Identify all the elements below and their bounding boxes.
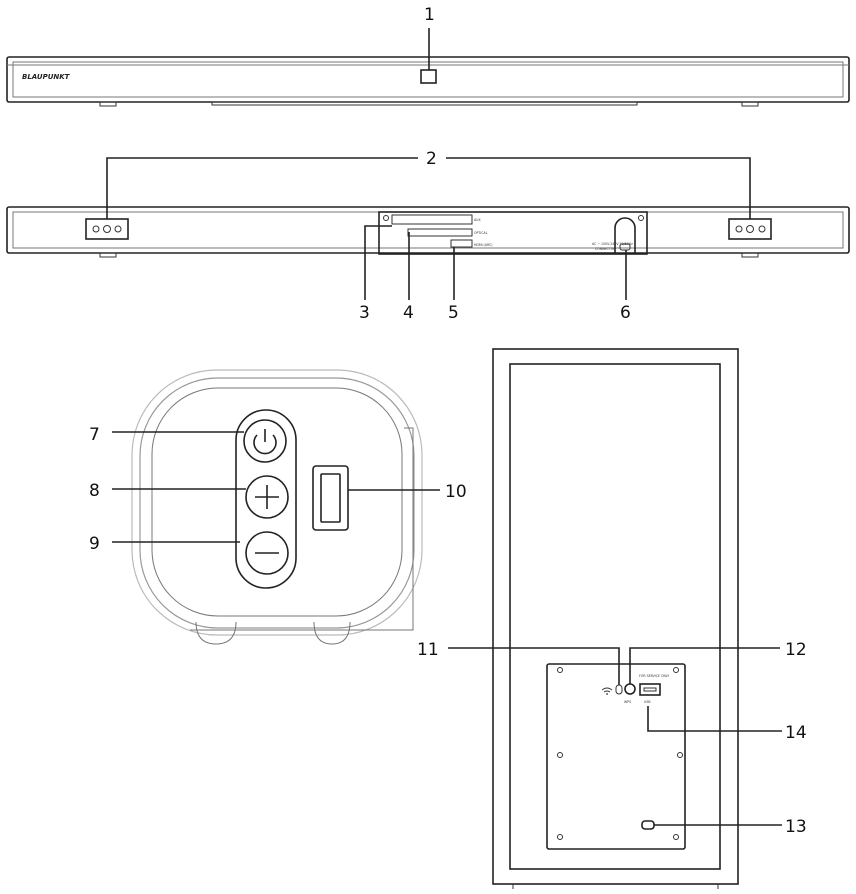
foot-left xyxy=(195,621,237,645)
callout-5: 5 xyxy=(448,303,459,323)
power-socket-recess xyxy=(614,217,636,254)
callout-12: 12 xyxy=(785,640,807,660)
wall-mount-left xyxy=(85,218,129,240)
subwoofer-power-socket xyxy=(641,820,655,830)
volume-up-button xyxy=(245,475,289,519)
callout-13: 13 xyxy=(785,817,807,837)
callout-line-2-left xyxy=(106,157,418,219)
callout-1: 1 xyxy=(424,5,435,25)
control-panel-button xyxy=(420,69,437,84)
subwoofer-rear-view: WPS FOR SERVICE ONLY USB 11 12 14 13 xyxy=(417,348,807,889)
usb-port xyxy=(312,465,349,531)
callout-8: 8 xyxy=(89,481,100,501)
callout-14: 14 xyxy=(785,723,807,743)
control-panel-view: 7 8 9 10 xyxy=(89,369,467,645)
callout-6: 6 xyxy=(620,303,631,323)
callout-line-11 xyxy=(448,647,620,685)
foot-right xyxy=(313,621,351,645)
subwoofer-usb-port xyxy=(639,683,661,696)
power-rating-label: AC ~ 100V-240V 50/60Hz xyxy=(592,242,633,246)
soundbar-rear-view: 2 AUX OPTICAL HDMI (ARC) AC ~ 100V-240V … xyxy=(6,149,850,323)
power-rating-label-2: CONNECTOR xyxy=(595,247,616,251)
callout-3: 3 xyxy=(359,303,370,323)
optical-label: OPTICAL xyxy=(474,231,488,235)
usb-label: USB xyxy=(644,700,651,704)
wifi-icon xyxy=(601,687,613,695)
connector-panel: AUX OPTICAL HDMI (ARC) AC ~ 100V-240V 50… xyxy=(378,211,648,255)
callout-2: 2 xyxy=(426,149,437,169)
wps-button xyxy=(624,683,636,695)
callout-7: 7 xyxy=(89,425,100,445)
brand-logo: BLAUPUNKT xyxy=(22,73,71,81)
optical-port xyxy=(407,228,473,237)
callout-line-3 xyxy=(364,225,392,300)
housing-side xyxy=(190,427,414,631)
aux-label: AUX xyxy=(474,218,482,222)
power-socket xyxy=(619,243,631,251)
callout-10: 10 xyxy=(445,482,467,502)
button-strip xyxy=(235,409,297,589)
wps-label: WPS xyxy=(624,700,631,704)
aux-port xyxy=(391,214,473,225)
pairing-led xyxy=(615,684,623,695)
volume-down-button xyxy=(245,531,289,575)
usb-service-label: FOR SERVICE ONLY xyxy=(639,674,669,678)
power-icon xyxy=(253,434,277,455)
hdmi-label: HDMI (ARC) xyxy=(474,243,493,247)
callout-4: 4 xyxy=(403,303,414,323)
power-button xyxy=(243,419,287,463)
callout-line-2-right xyxy=(446,157,751,219)
soundbar-front-view: BLAUPUNKT 1 xyxy=(6,5,850,107)
wall-mount-right xyxy=(728,218,772,240)
hdmi-port xyxy=(450,239,473,248)
callout-11: 11 xyxy=(417,640,439,660)
callout-9: 9 xyxy=(89,534,100,554)
callout-line-12 xyxy=(629,647,780,684)
callout-line-14 xyxy=(647,706,782,732)
subwoofer-connector-panel: WPS FOR SERVICE ONLY USB xyxy=(546,663,686,850)
